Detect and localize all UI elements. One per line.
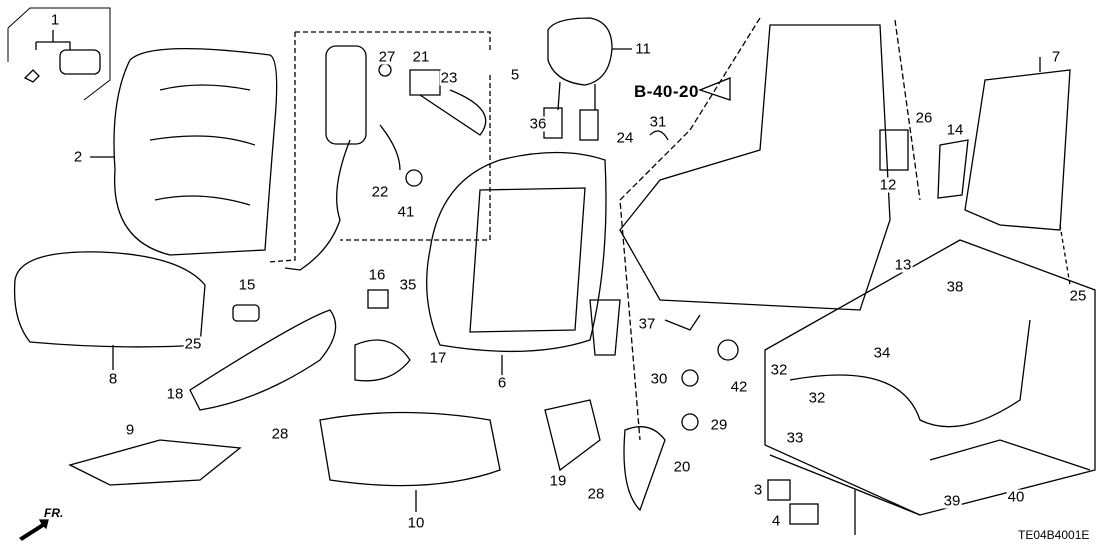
callout-9: 9 <box>124 421 136 439</box>
callout-28: 28 <box>270 425 290 443</box>
part-connector <box>589 299 621 356</box>
part-9-heater <box>68 439 242 486</box>
part-6-seatback-pad <box>426 151 607 353</box>
callout-1: 1 <box>49 11 61 29</box>
callout-24: 24 <box>615 129 635 147</box>
callout-11: 11 <box>634 40 652 58</box>
callout-42: 42 <box>729 378 749 396</box>
part-30-clip <box>681 369 699 387</box>
callout-8: 8 <box>107 370 119 388</box>
callout-7: 7 <box>1050 48 1062 66</box>
callout-29: 29 <box>709 416 729 434</box>
callout-36: 36 <box>528 115 548 133</box>
part-10-cushion-pad <box>319 411 501 487</box>
callout-2: 2 <box>72 148 84 166</box>
part-20-cover <box>623 426 666 512</box>
callout-32: 32 <box>769 361 789 379</box>
callout-19: 19 <box>548 472 568 490</box>
frame-outline <box>619 17 921 441</box>
direction-arrow <box>698 77 731 101</box>
part-1-spring <box>59 49 101 75</box>
callout-39: 39 <box>942 492 962 510</box>
reference-label: B-40-20 <box>634 82 699 101</box>
callout-35: 35 <box>398 276 418 294</box>
callout-23: 23 <box>439 69 459 87</box>
part-31-clip <box>649 130 669 141</box>
part-1-clip <box>23 69 40 83</box>
callout-31: 31 <box>648 113 668 131</box>
callout-18: 18 <box>165 385 185 403</box>
callout-10: 10 <box>406 514 426 532</box>
part-16-switch <box>367 289 389 309</box>
callout-32: 32 <box>807 389 827 407</box>
callout-40: 40 <box>1006 488 1026 506</box>
callout-25: 25 <box>1068 287 1088 305</box>
leader-1 <box>35 30 71 50</box>
callout-28: 28 <box>586 485 606 503</box>
part-27-nut <box>378 63 392 77</box>
part-11-headrest <box>547 17 613 86</box>
part-19-bracket <box>544 399 601 472</box>
callout-34: 34 <box>872 344 892 362</box>
callout-5: 5 <box>509 66 521 84</box>
part-2-seatback-cover <box>113 47 278 256</box>
part-3-relay <box>767 479 791 501</box>
part-4-relay <box>789 503 819 525</box>
part-17-cover <box>354 339 411 382</box>
front-arrow-icon <box>18 519 49 541</box>
part-5-airbag-module <box>325 45 367 145</box>
callout-13: 13 <box>893 256 913 274</box>
part-24-guide <box>579 109 599 141</box>
callout-14: 14 <box>945 121 965 139</box>
front-indicator: FR. <box>44 506 64 520</box>
callout-27: 27 <box>377 48 397 66</box>
callout-17: 17 <box>428 349 448 367</box>
part-15-knob <box>232 304 260 322</box>
diagram-code: TE04B4001E <box>1018 528 1090 542</box>
callout-26: 26 <box>914 109 934 127</box>
part-29-grommet <box>681 413 699 431</box>
callout-15: 15 <box>237 276 257 294</box>
part-13-harness <box>789 319 1031 428</box>
part-37-clip <box>664 314 701 331</box>
part-18-side-cover <box>189 309 337 411</box>
part-22-wire <box>379 124 401 171</box>
callout-12: 12 <box>878 176 898 194</box>
part-13-harness-box <box>764 239 1096 516</box>
part-42-clip <box>717 339 739 361</box>
callout-38: 38 <box>945 278 965 296</box>
callout-6: 6 <box>496 374 508 392</box>
part-8-cushion-cover <box>13 251 206 348</box>
part-21-23-wires <box>409 69 487 136</box>
part-seat-frame <box>619 24 891 311</box>
callout-25: 25 <box>183 335 203 353</box>
callout-30: 30 <box>649 370 669 388</box>
part-7-back-panel <box>964 69 1071 231</box>
callout-41: 41 <box>396 203 416 221</box>
callout-20: 20 <box>672 458 692 476</box>
part-14-lumbar <box>937 139 969 199</box>
callout-3: 3 <box>752 481 764 499</box>
callout-22: 22 <box>370 183 390 201</box>
part-12-switch <box>879 129 909 171</box>
callout-33: 33 <box>785 429 805 447</box>
part-5-harness <box>284 139 351 271</box>
part-41-grommet <box>405 169 423 187</box>
callout-21: 21 <box>411 48 431 66</box>
callout-37: 37 <box>637 315 657 333</box>
callout-16: 16 <box>367 266 387 284</box>
callout-4: 4 <box>770 512 782 530</box>
